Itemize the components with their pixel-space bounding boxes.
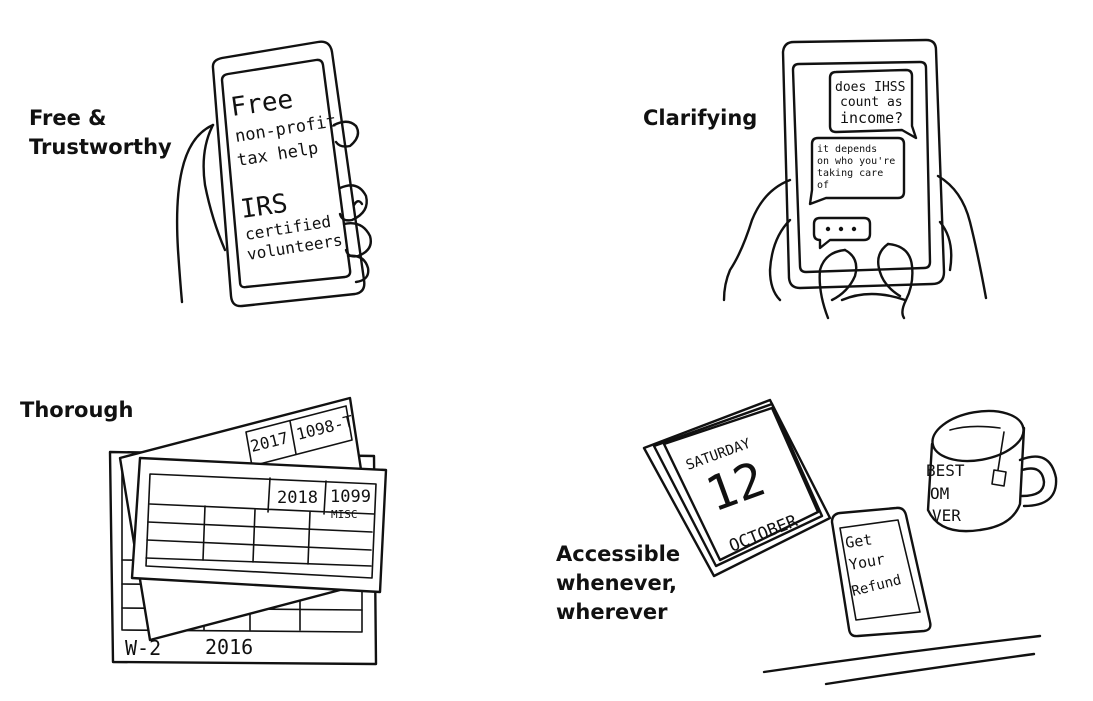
mug-line: OM <box>930 484 949 503</box>
typing-bubble <box>812 216 872 250</box>
mug-line: BEST <box>926 461 965 480</box>
question-line: income? <box>840 109 903 127</box>
table-phone-line: Get <box>844 530 873 552</box>
answer-line: on who you're <box>817 156 895 167</box>
mug-line: VER <box>932 506 961 525</box>
table-edge <box>824 652 1036 686</box>
w2-year: 2016 <box>205 635 253 659</box>
table-phone-line: Your <box>848 550 887 574</box>
label-line: wherever <box>556 600 668 624</box>
label-line: Thorough <box>20 398 134 422</box>
label-line: Trustworthy <box>29 135 172 159</box>
phone-text-line: IRS <box>239 189 290 225</box>
label-line: Accessible <box>556 542 681 566</box>
thorough-label: Thorough <box>20 396 133 425</box>
label-line: Free & <box>29 106 107 130</box>
w2-code: W-2 <box>125 636 161 660</box>
clarifying-label: Clarifying <box>643 104 757 133</box>
label-line: whenever, <box>556 571 677 595</box>
1099-form <box>130 456 388 594</box>
answer-line: it depends <box>817 144 877 155</box>
question-line: does IHSS <box>835 80 905 95</box>
label-line: Clarifying <box>643 106 758 130</box>
table-edge <box>762 634 1042 674</box>
1099-sub: MISC <box>331 508 358 521</box>
1099-year: 2018 <box>277 488 318 508</box>
answer-line: of <box>817 180 829 191</box>
answer-bubble <box>808 136 906 206</box>
mug-rim <box>931 409 1025 463</box>
table-phone-line: Refund <box>850 572 903 600</box>
answer-line: taking care <box>817 168 883 179</box>
table-phone <box>830 506 932 638</box>
1099-code: 1099 <box>330 487 371 507</box>
question-bubble <box>828 68 918 140</box>
question-line: count as <box>840 95 903 110</box>
calendar-back <box>642 398 832 578</box>
accessible-label: Accessible whenever, wherever <box>556 540 680 627</box>
free-trustworthy-label: Free & Trustworthy <box>29 104 172 162</box>
